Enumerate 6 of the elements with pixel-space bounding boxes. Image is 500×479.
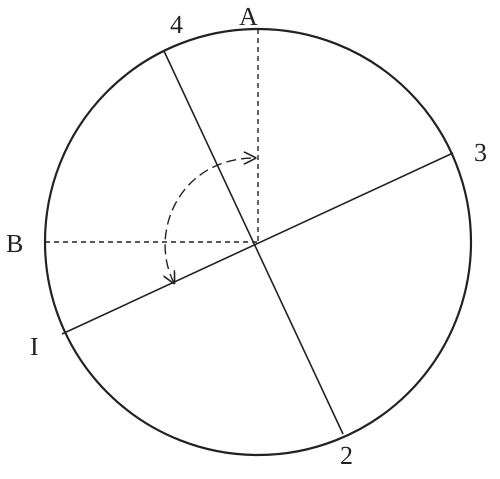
point-label: 3 — [474, 140, 487, 166]
point-label: 4 — [170, 12, 183, 38]
point-label: 2 — [340, 443, 353, 469]
point-label: I — [30, 334, 39, 360]
point-label: B — [6, 231, 24, 257]
point-label: A — [239, 4, 258, 30]
